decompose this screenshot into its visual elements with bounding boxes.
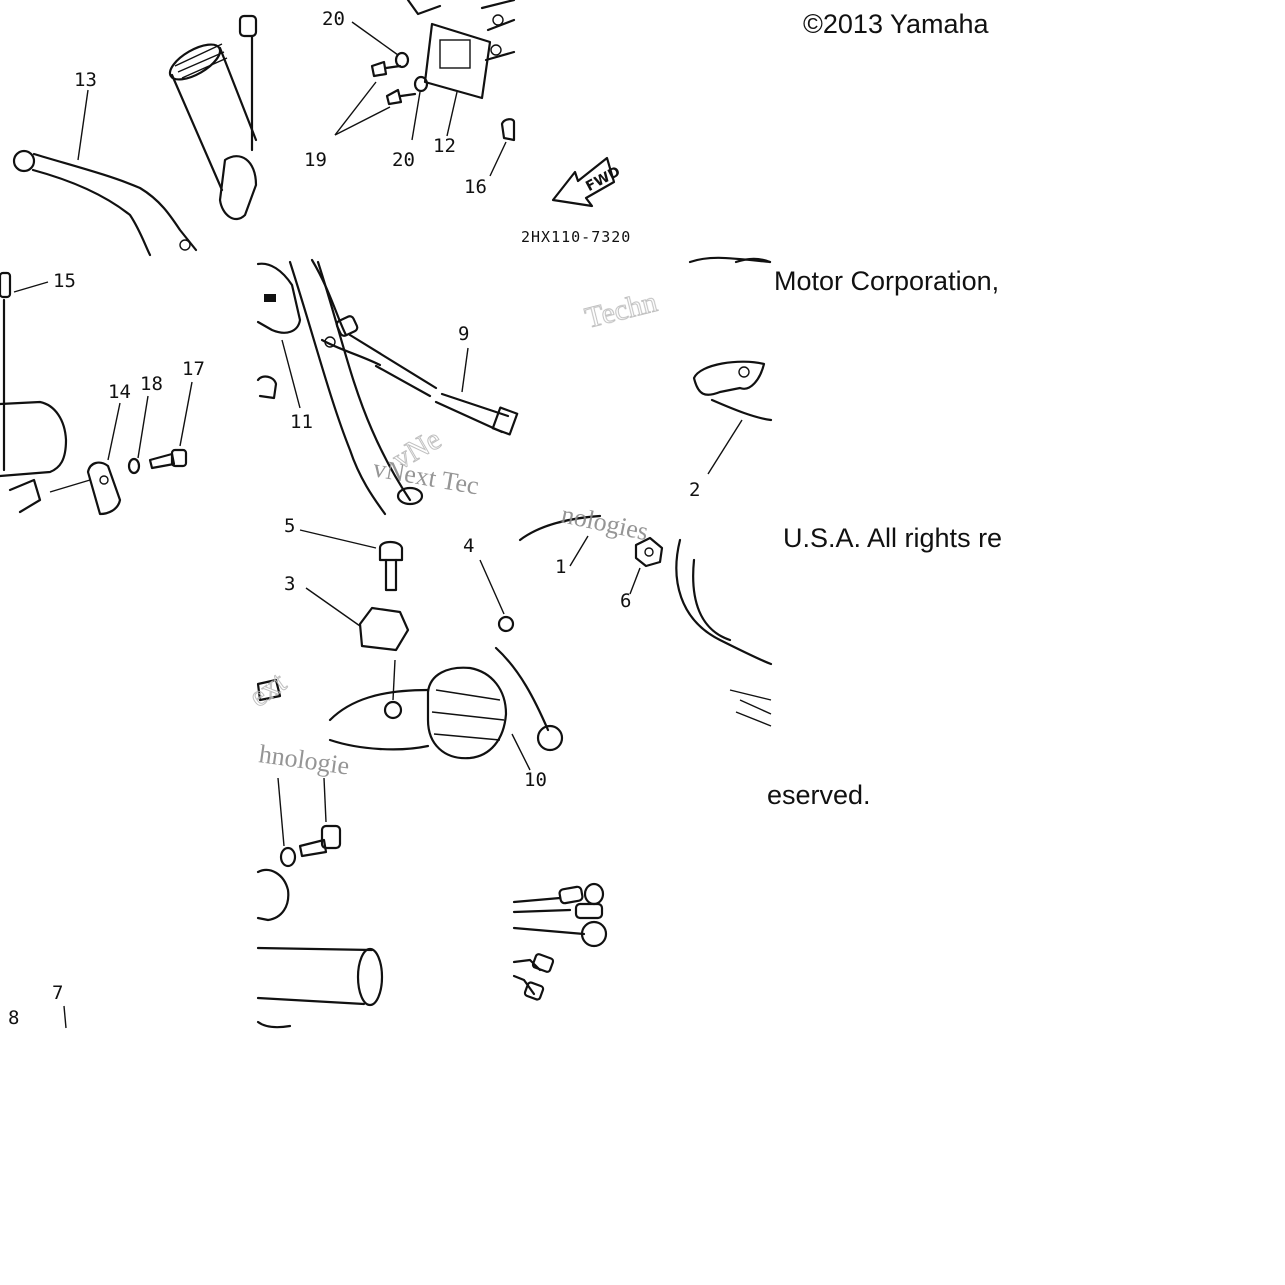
circlip-lower (277, 777, 297, 868)
callout-19: 19 (304, 149, 327, 171)
callout-9: 9 (458, 323, 469, 345)
bolt-17 (148, 381, 193, 470)
handlebar-grip (256, 946, 384, 1029)
clamp-lower (256, 868, 290, 922)
callout-2: 2 (689, 479, 700, 501)
copyright-line-3: U.S.A. All rights re (783, 523, 1002, 553)
screw-lower (298, 777, 342, 858)
callout-3: 3 (284, 573, 295, 595)
callout-4: 4 (463, 535, 474, 557)
screws-19 (334, 60, 417, 136)
harness-1 (518, 514, 773, 727)
circlip-18 (127, 395, 149, 475)
washers-20 (351, 21, 429, 141)
screw-top-right (238, 14, 258, 152)
callout-14: 14 (108, 381, 131, 403)
nut-6 (629, 536, 664, 595)
callout-8: 8 (8, 1007, 19, 1029)
wire-connectors (512, 882, 608, 1001)
watermark-word-4: hnologie (257, 739, 351, 780)
callout-17: 17 (182, 358, 205, 380)
watermark: Techn vNext Tec nologies hnologie ext vN… (243, 285, 661, 781)
bolt-5 (299, 529, 404, 592)
callout-6: 6 (620, 590, 631, 612)
copyright-line-2: Motor Corporation, (774, 266, 999, 296)
callout-20b: 20 (392, 149, 415, 171)
end-bolt (256, 678, 282, 702)
handlebar-tube (288, 260, 424, 516)
leader-7 (63, 1005, 67, 1029)
callout-1: 1 (555, 556, 566, 578)
clutch-lever-13 (12, 89, 198, 257)
callout-18: 18 (140, 373, 163, 395)
callout-12: 12 (433, 135, 456, 157)
callout-20a: 20 (322, 8, 345, 30)
copyright-line-4: eserved. (767, 780, 871, 810)
fwd-arrow-icon: FWD (551, 156, 623, 208)
callout-13: 13 (74, 69, 97, 91)
callout-labels: 20 13 19 20 12 16 15 9 17 18 14 11 2 5 4… (8, 8, 700, 1029)
watermark-word-3: nologies (559, 500, 651, 547)
switch-plate-12 (406, 0, 516, 100)
screw-15 (0, 271, 49, 472)
switch-body-10 (328, 659, 531, 771)
holder-14 (49, 402, 122, 516)
wire-harness-9 (310, 258, 519, 436)
fwd-label: FWD (583, 164, 623, 195)
callout-11: 11 (290, 411, 313, 433)
callout-15: 15 (53, 270, 76, 292)
callout-5: 5 (284, 515, 295, 537)
watermark-word-5: ext (243, 665, 292, 713)
callout-16: 16 (464, 176, 487, 198)
bracket-11 (256, 262, 302, 409)
part-code: 2HX110-7320 (521, 228, 631, 246)
lever-holder (0, 400, 68, 514)
brake-lever-2 (688, 256, 773, 475)
watermark-word-1: Techn (582, 285, 661, 335)
callout-7: 7 (52, 982, 63, 1004)
throttle-grip (168, 43, 258, 221)
screw-16 (489, 118, 516, 177)
switch-3 (305, 587, 410, 652)
callout-10: 10 (524, 769, 547, 791)
copyright-line-1: ©2013 Yamaha (803, 9, 990, 39)
lever-4 (479, 559, 564, 752)
